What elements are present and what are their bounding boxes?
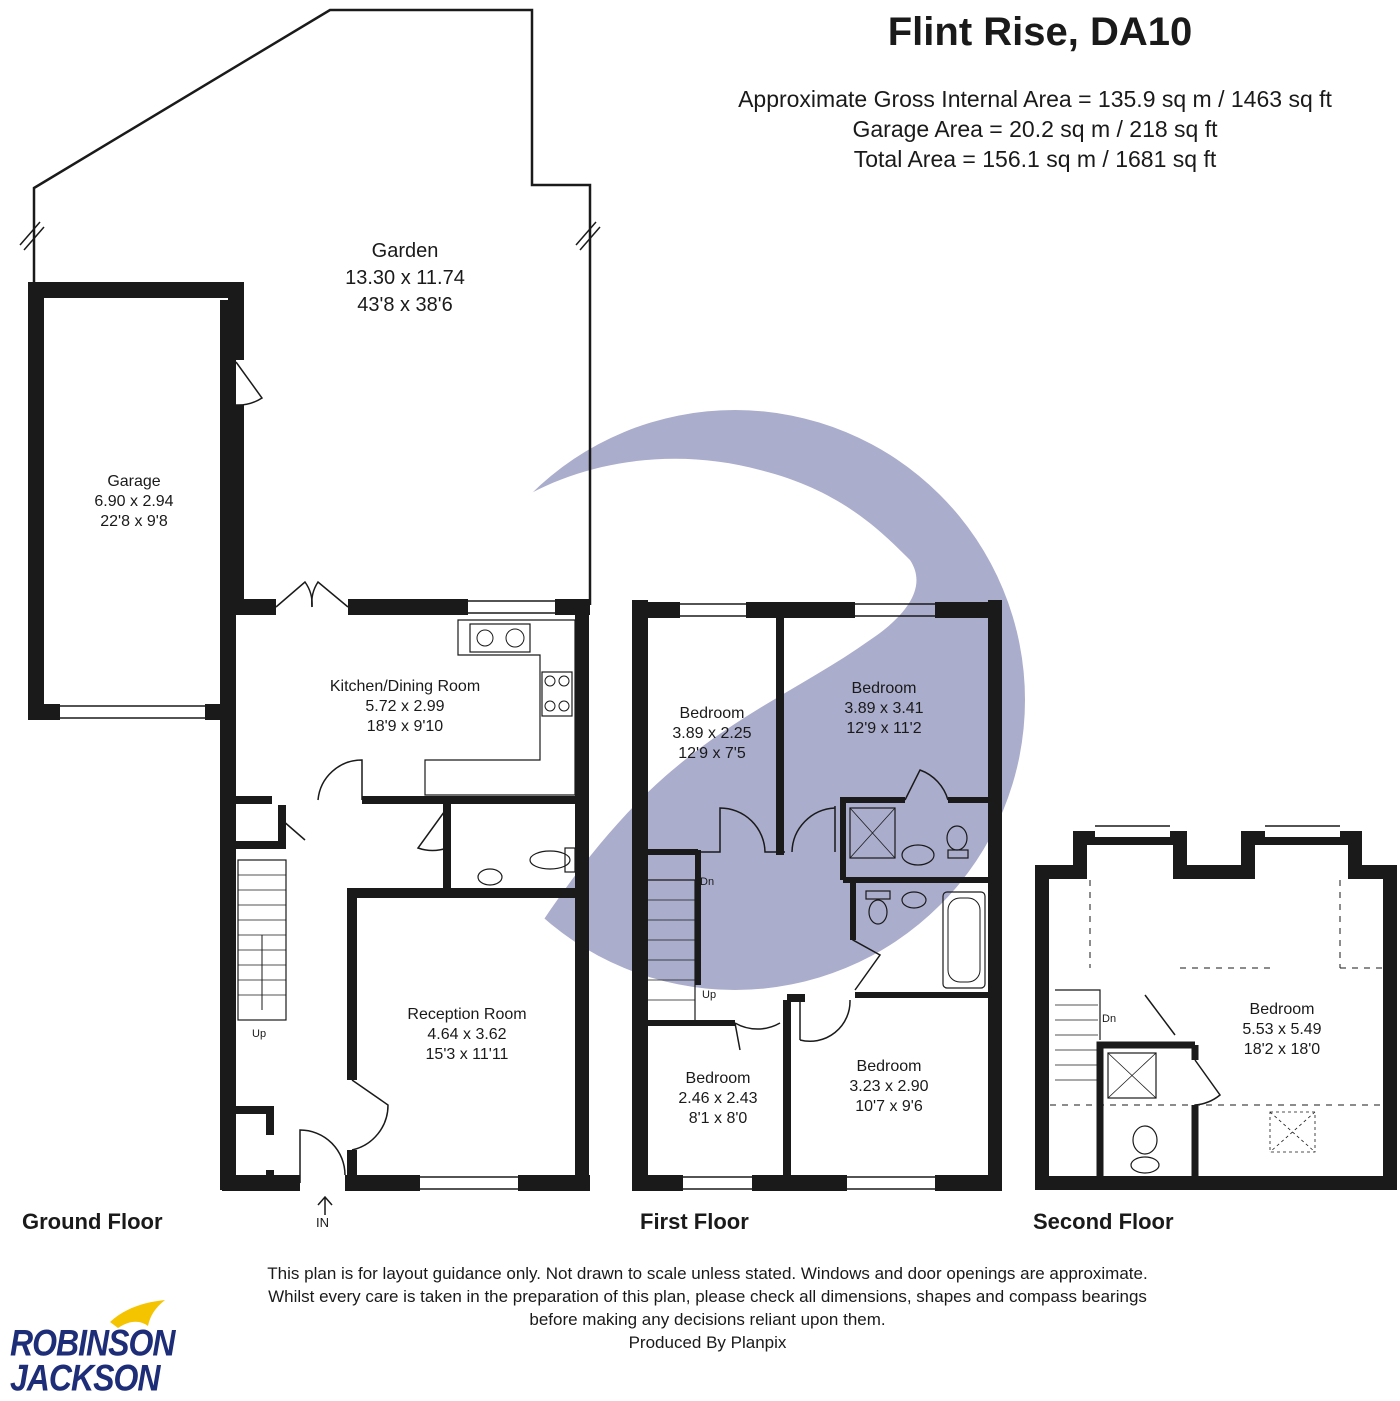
room-imperial: 12'9 x 7'5 — [678, 745, 746, 762]
room-imperial: 18'2 x 18'0 — [1243, 1041, 1321, 1058]
second-floor-plan — [1035, 825, 1397, 1190]
room-bedroom-4: Bedroom 3.23 x 2.90 10'7 x 9'6 — [779, 1057, 999, 1117]
page-title: Flint Rise, DA10 — [887, 10, 1193, 54]
room-metric: 3.89 x 3.41 — [844, 700, 924, 717]
logo-line-1: ROBINSON — [10, 1322, 175, 1364]
room-bedroom-1: Bedroom 3.89 x 2.25 12'9 x 7'5 — [602, 704, 822, 764]
room-name: Bedroom — [685, 1070, 751, 1087]
floor-label-second: Second Floor — [1033, 1209, 1174, 1234]
room-name: Garden — [371, 240, 439, 262]
room-metric: 4.64 x 3.62 — [427, 1026, 507, 1043]
room-metric: 13.30 x 11.74 — [345, 267, 465, 289]
agency-logo: ROBINSON JACKSON — [10, 1302, 180, 1399]
disclaimer: This plan is for layout guidance only. N… — [250, 1262, 1165, 1354]
disclaimer-text: This plan is for layout guidance only. N… — [267, 1264, 1148, 1329]
room-imperial: 15'3 x 11'11 — [425, 1046, 509, 1063]
floor-label-ground: Ground Floor — [22, 1209, 163, 1234]
logo-swallow-icon — [110, 1300, 165, 1328]
room-reception: Reception Room 4.64 x 3.62 15'3 x 11'11 — [357, 1005, 577, 1065]
room-name: Bedroom — [851, 680, 917, 697]
stairs-up-label: Up — [252, 1028, 267, 1040]
room-imperial: 22'8 x 9'8 — [100, 513, 168, 530]
total-area: Total Area = 156.1 sq m / 1681 sq ft — [853, 146, 1217, 172]
room-name: Reception Room — [407, 1006, 527, 1023]
room-imperial: 10'7 x 9'6 — [855, 1098, 923, 1115]
room-name: Bedroom — [679, 705, 745, 722]
ground-floor-plan — [19, 8, 601, 1215]
garage-walls — [36, 282, 244, 605]
room-garage: Garage 6.90 x 2.94 22'8 x 9'8 — [24, 472, 244, 532]
room-garden: Garden 13.30 x 11.74 43'8 x 38'6 — [295, 238, 515, 319]
room-metric: 3.89 x 2.25 — [672, 725, 752, 742]
room-bedroom-3: Bedroom 2.46 x 2.43 8'1 x 8'0 — [608, 1069, 828, 1129]
entrance-label: IN — [316, 1215, 329, 1230]
stairs-down-label: Dn — [1102, 1013, 1117, 1025]
room-imperial: 12'9 x 11'2 — [846, 720, 922, 737]
produced-by: Produced By Planpix — [628, 1333, 787, 1352]
room-bedroom-5: Bedroom 5.53 x 5.49 18'2 x 18'0 — [1172, 1000, 1392, 1060]
room-name: Bedroom — [856, 1058, 922, 1075]
garage-area: Garage Area = 20.2 sq m / 218 sq ft — [852, 116, 1218, 142]
room-bedroom-2: Bedroom 3.89 x 3.41 12'9 x 11'2 — [774, 679, 994, 739]
room-metric: 6.90 x 2.94 — [94, 493, 174, 510]
room-metric: 5.53 x 5.49 — [1242, 1021, 1322, 1038]
room-imperial: 43'8 x 38'6 — [357, 294, 453, 316]
room-imperial: 8'1 x 8'0 — [688, 1110, 748, 1127]
room-metric: 5.72 x 2.99 — [365, 698, 445, 715]
logo-line-2: JACKSON — [10, 1357, 160, 1399]
garden-boundary — [32, 8, 592, 605]
room-metric: 2.46 x 2.43 — [678, 1090, 758, 1107]
floor-label-first: First Floor — [640, 1209, 749, 1234]
gross-internal-area: Approximate Gross Internal Area = 135.9 … — [738, 86, 1332, 112]
stairs-up-label: Up — [702, 989, 717, 1001]
stairs-down-label: Dn — [700, 876, 715, 888]
room-imperial: 18'9 x 9'10 — [366, 718, 444, 735]
first-floor-plan — [632, 600, 1002, 1191]
room-name: Garage — [107, 473, 161, 490]
room-metric: 3.23 x 2.90 — [849, 1078, 929, 1095]
room-name: Kitchen/Dining Room — [329, 678, 481, 695]
room-kitchen-dining: Kitchen/Dining Room 5.72 x 2.99 18'9 x 9… — [295, 677, 515, 737]
room-name: Bedroom — [1249, 1001, 1315, 1018]
